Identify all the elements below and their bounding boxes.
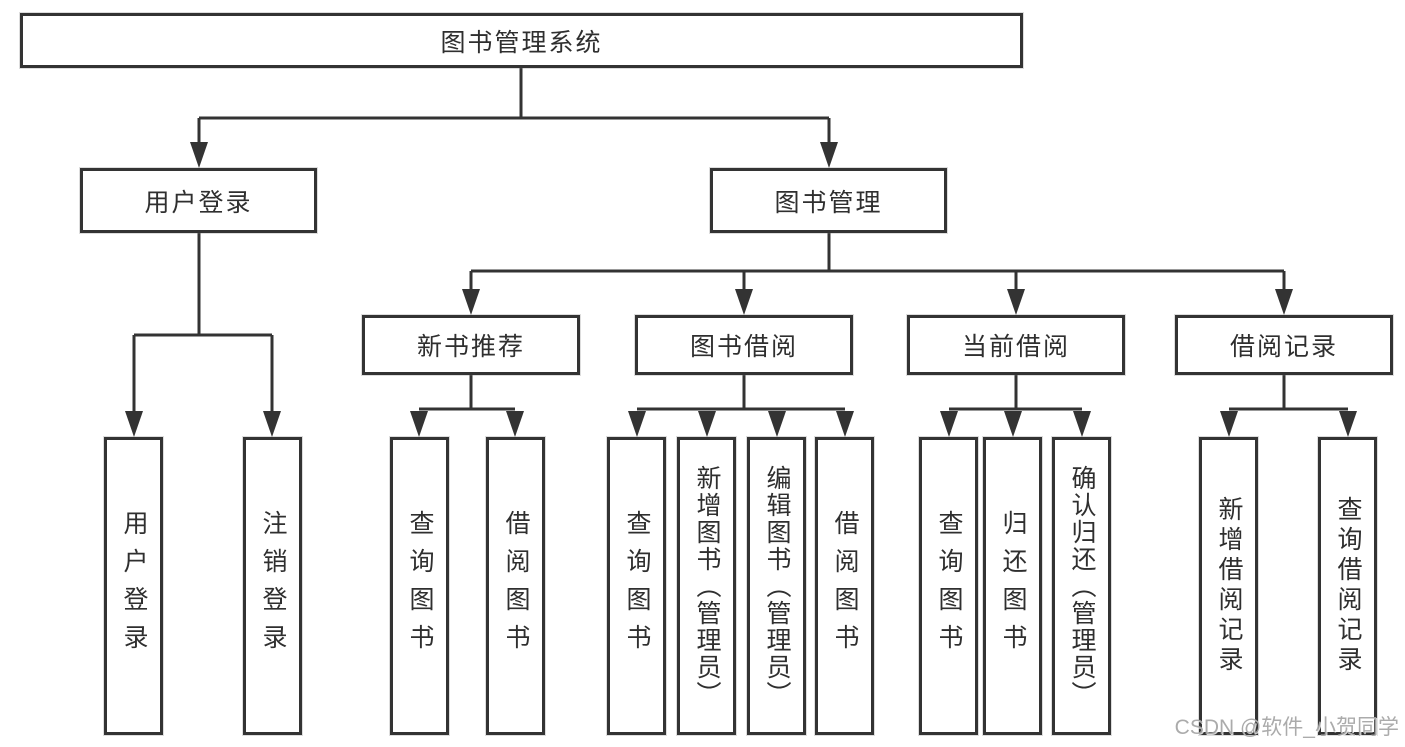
node-leaf-user-login-label: 用户登录 bbox=[120, 510, 148, 662]
arrowhead-new-book-rec bbox=[462, 289, 480, 315]
node-root-label: 图书管理系统 bbox=[440, 28, 603, 57]
node-current-borrow-label: 当前借阅 bbox=[961, 333, 1070, 361]
arrowhead-rec-borrow bbox=[506, 411, 524, 437]
arrowhead-current-borrow bbox=[1007, 289, 1025, 315]
node-new-book-rec: 新书推荐 bbox=[362, 315, 580, 375]
arrowhead-bb-borrow bbox=[836, 411, 854, 437]
node-borrow-records-label: 借阅记录 bbox=[1229, 333, 1338, 361]
arrowhead-book-mgmt bbox=[820, 142, 838, 168]
node-leaf-logout: 注销登录 bbox=[243, 437, 302, 735]
arrowhead-br-query bbox=[1339, 411, 1357, 437]
arrowhead-leaf-logout bbox=[263, 411, 281, 437]
node-leaf-logout-label: 注销登录 bbox=[259, 510, 287, 662]
node-cb-return-books: 归还图书 bbox=[983, 437, 1042, 735]
arrowhead-bb-add bbox=[698, 411, 716, 437]
node-br-add-record-label: 新增借阅记录 bbox=[1215, 496, 1243, 676]
node-rec-query-books: 查询图书 bbox=[390, 437, 449, 735]
node-root: 图书管理系统 bbox=[20, 13, 1023, 68]
node-rec-borrow-books: 借阅图书 bbox=[486, 437, 545, 735]
arrowhead-book-borrow bbox=[735, 289, 753, 315]
node-new-book-rec-label: 新书推荐 bbox=[416, 333, 525, 361]
node-current-borrow: 当前借阅 bbox=[907, 315, 1125, 375]
node-leaf-user-login: 用户登录 bbox=[104, 437, 163, 735]
arrowhead-bb-edit bbox=[768, 411, 786, 437]
node-borrow-records: 借阅记录 bbox=[1175, 315, 1393, 375]
node-br-add-record: 新增借阅记录 bbox=[1199, 437, 1258, 735]
node-bb-borrow-books: 借阅图书 bbox=[815, 437, 874, 735]
node-bb-query-books: 查询图书 bbox=[607, 437, 666, 735]
node-cb-return-books-label: 归还图书 bbox=[999, 510, 1027, 662]
node-cb-confirm-return: 确认归还（管理员） bbox=[1052, 437, 1111, 735]
node-rec-borrow-books-label: 借阅图书 bbox=[502, 510, 530, 662]
arrowhead-borrow-records bbox=[1275, 289, 1293, 315]
node-br-query-record-label: 查询借阅记录 bbox=[1334, 496, 1362, 676]
csdn-watermark: CSDN @软件_小贺同学 bbox=[1174, 716, 1399, 739]
node-rec-query-books-label: 查询图书 bbox=[406, 510, 434, 662]
arrowhead-rec-query bbox=[410, 411, 428, 437]
node-cb-confirm-return-label: 确认归还（管理员） bbox=[1068, 464, 1096, 708]
node-user-login: 用户登录 bbox=[80, 168, 317, 233]
node-cb-query-books: 查询图书 bbox=[919, 437, 978, 735]
node-user-login-label: 用户登录 bbox=[144, 188, 253, 217]
node-cb-query-books-label: 查询图书 bbox=[935, 510, 963, 662]
arrowhead-leaf-user-login bbox=[125, 411, 143, 437]
node-bb-add-books-label: 新增图书（管理员） bbox=[693, 464, 721, 708]
arrowhead-user-login bbox=[190, 142, 208, 168]
node-book-mgmt: 图书管理 bbox=[710, 168, 947, 233]
node-book-borrow-label: 图书借阅 bbox=[689, 333, 798, 361]
arrowhead-cb-confirm bbox=[1073, 411, 1091, 437]
node-bb-query-books-label: 查询图书 bbox=[623, 510, 651, 662]
arrowhead-cb-query bbox=[940, 411, 958, 437]
node-bb-edit-books-label: 编辑图书（管理员） bbox=[763, 464, 791, 708]
node-bb-edit-books: 编辑图书（管理员） bbox=[747, 437, 806, 735]
node-br-query-record: 查询借阅记录 bbox=[1318, 437, 1377, 735]
node-bb-add-books: 新增图书（管理员） bbox=[677, 437, 736, 735]
node-book-borrow: 图书借阅 bbox=[635, 315, 853, 375]
node-bb-borrow-books-label: 借阅图书 bbox=[831, 510, 859, 662]
arrowhead-cb-return bbox=[1004, 411, 1022, 437]
arrowhead-bb-query bbox=[628, 411, 646, 437]
node-book-mgmt-label: 图书管理 bbox=[774, 188, 883, 217]
arrowhead-br-add bbox=[1220, 411, 1238, 437]
